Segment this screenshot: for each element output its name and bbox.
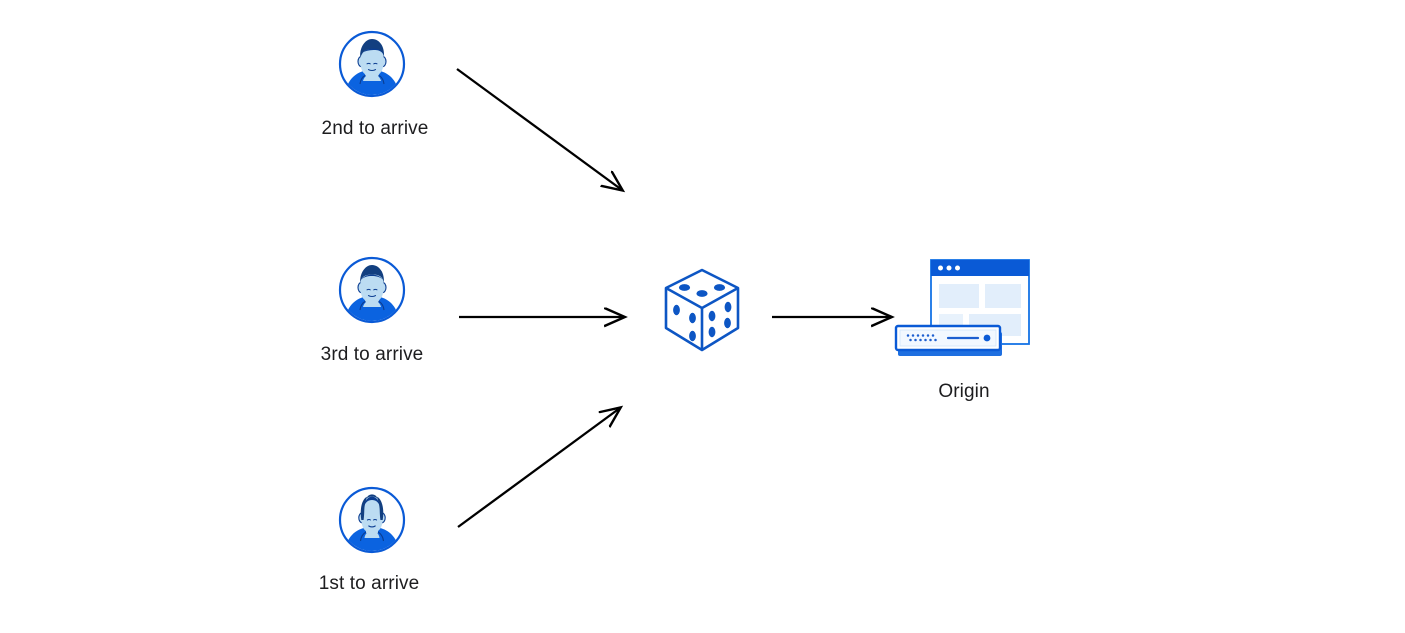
router-device-icon <box>894 324 1002 356</box>
avatar-female-bun-icon <box>338 486 406 554</box>
node-origin-server-label: Origin <box>938 381 990 402</box>
node-visitor-second-label: 2nd to arrive <box>321 118 429 139</box>
node-visitor-first-label: 1st to arrive <box>318 573 420 594</box>
avatar-male-short-hair-icon <box>338 30 406 98</box>
dice-icon <box>660 266 744 354</box>
arrow-first-to-dice <box>457 408 620 528</box>
origin-server-icon <box>893 256 1033 361</box>
node-visitor-third-label: 3rd to arrive <box>320 344 424 365</box>
avatar-male-short-hair-icon <box>338 256 406 324</box>
arrow-second-to-dice <box>456 68 622 190</box>
